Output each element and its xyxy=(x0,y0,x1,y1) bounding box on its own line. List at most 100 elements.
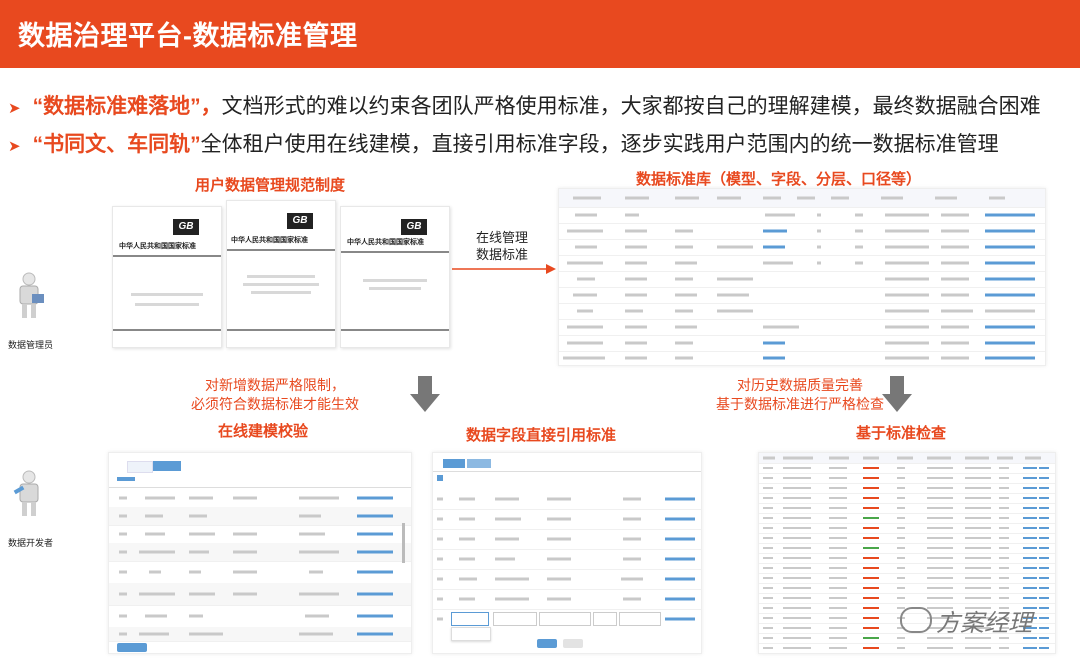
table-row xyxy=(109,561,411,584)
table-row xyxy=(759,483,1055,494)
tab-model[interactable] xyxy=(127,461,153,473)
standard-check-table xyxy=(758,452,1056,654)
right-arrow-icon xyxy=(452,264,556,274)
table-row xyxy=(759,533,1055,544)
length-input[interactable] xyxy=(593,612,617,626)
online-model-title: 在线建模校验 xyxy=(218,423,309,440)
scrollbar[interactable] xyxy=(402,523,405,563)
table-row xyxy=(559,207,1045,224)
table-row xyxy=(433,569,701,590)
table-row xyxy=(759,503,1055,514)
field-input[interactable] xyxy=(451,612,489,626)
table-row xyxy=(109,627,411,642)
table-row xyxy=(759,513,1055,524)
developer-person-icon xyxy=(13,470,39,516)
table-row xyxy=(759,463,1055,474)
table-row xyxy=(433,589,701,610)
suggestion-dropdown[interactable] xyxy=(451,627,491,641)
admin-person-icon xyxy=(19,272,44,318)
gb-document: GB 中华人民共和国国家标准 xyxy=(226,200,336,348)
table-row xyxy=(433,549,701,570)
arrow-bullet-icon: ➤ xyxy=(8,100,21,117)
arrow-bullet-icon: ➤ xyxy=(8,138,21,155)
table-row xyxy=(559,319,1045,336)
gb-logo: GB xyxy=(287,213,313,229)
add-icon[interactable] xyxy=(437,475,443,481)
table-row xyxy=(109,583,411,606)
bullet-text: 文档形式的难以约束各团队严格使用标准，大家都按自己的理解建模，最终数据融合困难 xyxy=(221,95,1041,118)
table-row xyxy=(109,605,411,628)
tab-model[interactable] xyxy=(443,459,465,468)
tab-field[interactable] xyxy=(467,459,491,468)
left-note: 对新增数据严格限制， 必须符合数据标准才能生效 xyxy=(191,377,359,412)
table-row xyxy=(559,223,1045,240)
table-row xyxy=(559,287,1045,304)
bullet-item: ➤ “书同文、车同轨”全体租户使用在线建模，直接引用标准字段，逐步实践用户范围内的… xyxy=(8,128,999,158)
table-row xyxy=(559,335,1045,352)
bullet-emphasis: “书同文、车同轨” xyxy=(32,133,201,156)
gb-logo: GB xyxy=(173,219,199,235)
table-row xyxy=(109,507,411,526)
table-row xyxy=(433,509,701,530)
field-name-input[interactable] xyxy=(493,612,537,626)
standard-library-table xyxy=(558,188,1046,366)
library-title: 数据标准库（模型、字段、分层、口径等） xyxy=(636,171,922,188)
down-arrow-icon xyxy=(410,376,440,412)
wechat-icon xyxy=(900,607,932,633)
table-row xyxy=(433,489,701,510)
table-row xyxy=(109,525,411,544)
watermark: 方案经理 xyxy=(900,603,1050,637)
bullet-item: ➤ “数据标准难落地”，文档形式的难以约束各团队严格使用标准，大家都按自己的理解建… xyxy=(8,90,1041,120)
right-note: 对历史数据质量完善 基于数据标准进行严格检查 xyxy=(716,377,884,412)
gb-doc-heading: 中华人民共和国国家标准 xyxy=(119,243,196,250)
table-row xyxy=(559,351,1045,365)
gb-document: GB 中华人民共和国国家标准 xyxy=(112,206,222,348)
bullet-text: 全体租户使用在线建模，直接引用标准字段，逐步实践用户范围内的统一数据标准管理 xyxy=(200,133,999,156)
online-model-panel xyxy=(108,452,412,654)
table-row xyxy=(559,303,1045,320)
table-row xyxy=(759,493,1055,504)
flow-label: 在线管理 数据标准 xyxy=(476,230,529,262)
bullet-emphasis: “数据标准难落地”， xyxy=(32,95,222,118)
gb-doc-heading: 中华人民共和国国家标准 xyxy=(347,239,424,246)
gb-doc-heading: 中华人民共和国国家标准 xyxy=(231,237,308,244)
spec-title: 用户数据管理规范制度 xyxy=(195,177,346,194)
table-row xyxy=(759,573,1055,584)
check-title: 基于标准检查 xyxy=(856,425,947,442)
table-row xyxy=(759,473,1055,484)
table-row xyxy=(559,271,1045,288)
table-row xyxy=(109,543,411,562)
table-row xyxy=(559,255,1045,272)
table-row xyxy=(759,543,1055,554)
comment-input[interactable] xyxy=(619,612,661,626)
editing-row xyxy=(433,609,701,629)
gb-logo: GB xyxy=(401,219,427,235)
table-header xyxy=(759,453,1055,464)
table-row xyxy=(759,623,1055,634)
gb-document: GB 中华人民共和国国家标准 xyxy=(340,206,450,348)
table-row xyxy=(433,529,701,550)
table-row xyxy=(559,239,1045,256)
submit-button[interactable] xyxy=(117,643,147,652)
table-row xyxy=(759,593,1055,604)
title-bar: 数据治理平台-数据标准管理 xyxy=(0,0,1080,68)
field-reference-panel xyxy=(432,452,702,654)
table-row xyxy=(759,583,1055,594)
admin-caption: 数据管理员 xyxy=(8,340,54,350)
table-row xyxy=(759,563,1055,574)
type-select[interactable] xyxy=(539,612,591,626)
table-header xyxy=(559,189,1045,208)
watermark-text: 方案经理 xyxy=(936,610,1032,637)
table-row xyxy=(759,633,1055,644)
save-button[interactable] xyxy=(537,639,557,648)
page-title: 数据治理平台-数据标准管理 xyxy=(18,21,358,51)
down-arrow-icon xyxy=(882,376,912,412)
field-ref-title: 数据字段直接引用标准 xyxy=(466,427,617,444)
developer-caption: 数据开发者 xyxy=(8,538,54,548)
table-row xyxy=(759,553,1055,564)
table-row xyxy=(759,643,1055,653)
table-row xyxy=(759,523,1055,534)
table-row xyxy=(109,489,411,508)
tab-field[interactable] xyxy=(153,461,181,471)
cancel-button[interactable] xyxy=(563,639,583,648)
